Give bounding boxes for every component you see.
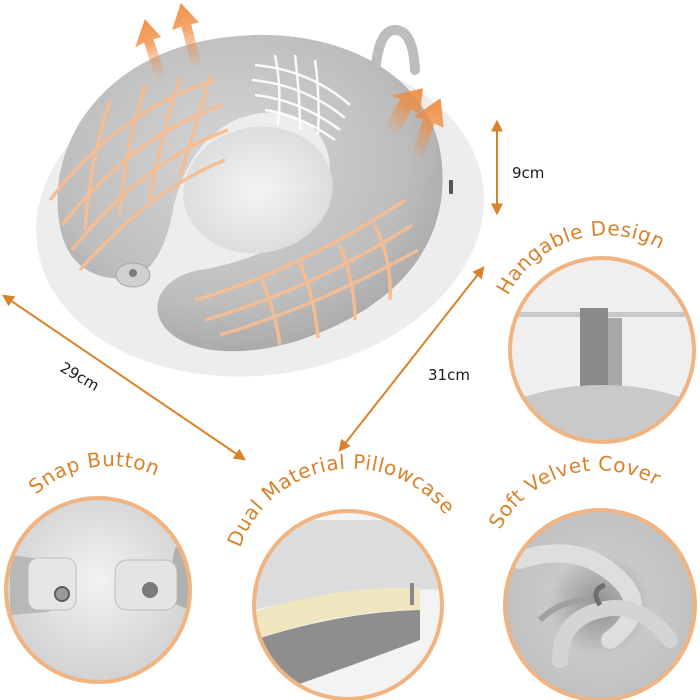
svg-text:Snap Button: Snap Button [24, 447, 164, 499]
dimension-length: 31cm [338, 266, 485, 452]
width-arrow [2, 294, 246, 461]
hangable-ring [508, 256, 696, 444]
length-label: 31cm [428, 366, 470, 384]
height-label: 9cm [512, 164, 544, 182]
hanging-loop [370, 24, 420, 80]
dimension-height: 9cm [491, 119, 544, 216]
snap-ring [4, 496, 192, 684]
airflow-arrows [135, 3, 444, 161]
feature-snap-button: Snap Button [4, 447, 192, 684]
feature-velvet-cover: Soft Velvet Cover [484, 451, 697, 700]
snap-title: Snap Button [24, 447, 163, 499]
mesh-top [251, 54, 351, 142]
length-arrow [338, 266, 485, 452]
feature-hangable: Hangable Design [491, 216, 696, 444]
mesh-left [48, 74, 229, 272]
neck-pillow [36, 3, 484, 377]
feature-dual-material: Dual Material Pillowcase [222, 450, 460, 700]
pillow-hole [183, 126, 333, 254]
velvet-ring [503, 508, 697, 700]
width-label: 29cm [57, 358, 102, 395]
dual-ring [252, 509, 444, 700]
